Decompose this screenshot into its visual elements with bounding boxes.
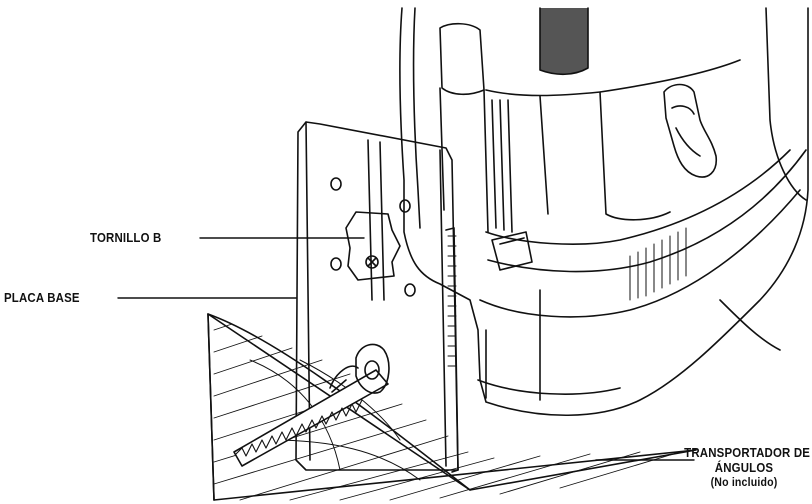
base-plate-part [295,121,459,473]
jigsaw-housing [399,7,809,417]
label-protractor: TRANSPORTADOR DE ÁNGULOS (No incluido) [684,445,811,489]
label-screw-b: TORNILLO B [90,230,162,245]
label-protractor-line2: ÁNGULOS [714,460,774,475]
callout-leaders [117,237,695,461]
label-protractor-line1: TRANSPORTADOR DE [684,445,811,460]
angle-protractor [207,313,697,501]
label-protractor-note: (No incluido) [710,475,778,489]
label-base-plate: PLACA BASE [4,290,80,305]
saw-blade [233,343,390,467]
